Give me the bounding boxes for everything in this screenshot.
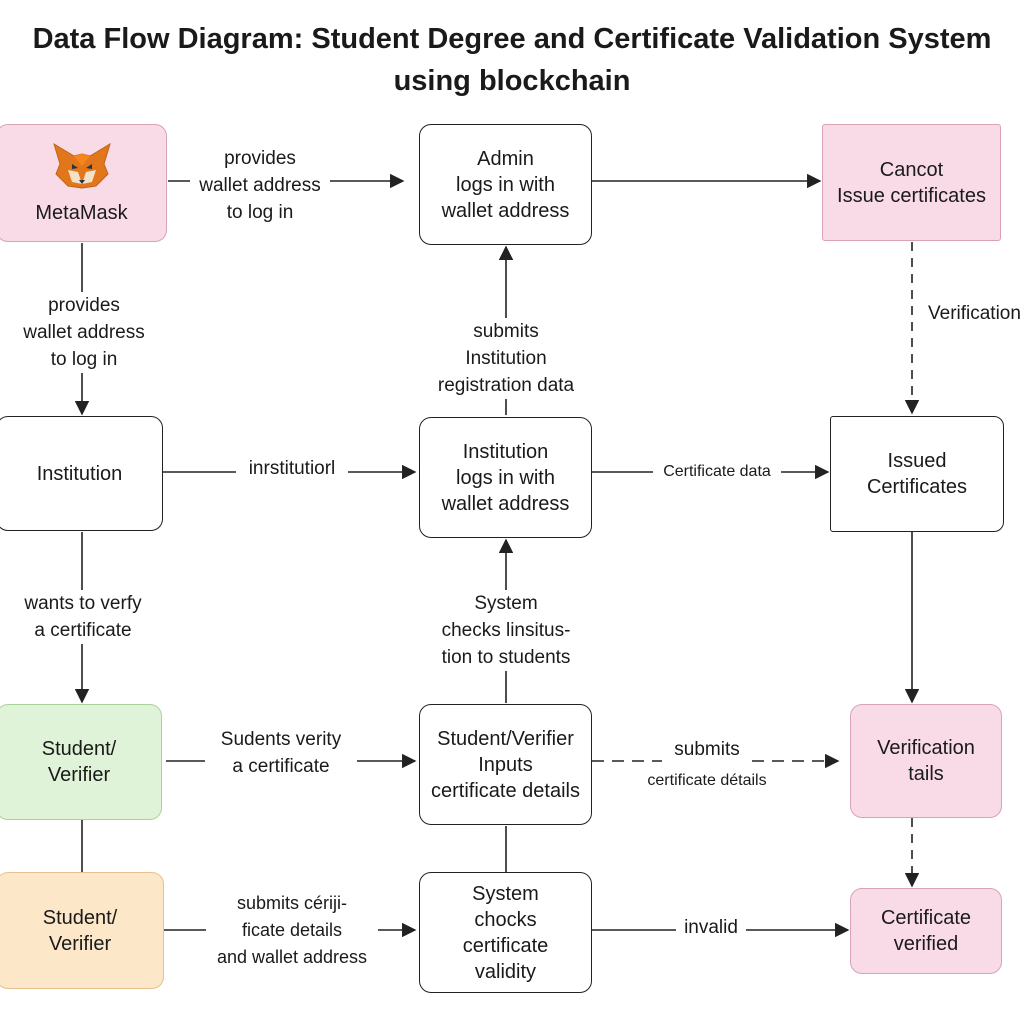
edge-label-invalid: invalid (676, 914, 746, 941)
node-admin-login-label: Admin logs in with wallet address (441, 147, 570, 222)
node-issued-certificates-label: Issued Certificates (866, 450, 968, 498)
node-student-inputs-label: Student/Verifier Inputs certificate deta… (431, 727, 580, 802)
node-cancot-issue-label: Cancot Issue certificates (837, 158, 986, 207)
edge-label-certificate-data: Certificate data (653, 460, 781, 483)
metamask-fox-icon (52, 142, 111, 189)
node-certificate-verified: Certificate verified (850, 888, 1002, 974)
node-institution: Institution (0, 416, 163, 531)
edge-label-institution-data: inrstitutiorl (236, 455, 348, 482)
node-system-checks-validity: System chocks certificate validity (419, 872, 592, 993)
edge-label-submits-certificate-wallet: submits cériji- ficate details and walle… (206, 890, 378, 971)
node-admin-login: Admin logs in with wallet address (419, 124, 592, 245)
node-institution-label: Institution (36, 462, 123, 485)
title-line-2: using blockchain (393, 65, 631, 97)
edge-label-certificate-details: certificate détails (630, 769, 784, 792)
node-certificate-verified-label: Certificate verified (880, 907, 972, 955)
edge-label-wants-verify: wants to verfy a certificate (16, 590, 150, 644)
node-metamask: MetaMask (0, 124, 167, 242)
node-system-checks-validity-label: System chocks certificate validity (462, 882, 549, 983)
node-cancot-issue: Cancot Issue certificates (822, 124, 1001, 241)
edge-label-submits: submits (662, 736, 752, 763)
node-institution-login-label: Institution logs in with wallet address (441, 440, 570, 515)
node-issued-certificates: Issued Certificates (830, 416, 1004, 532)
edge-label-system-checks-institution: System checks linsitus- tion to students (430, 590, 582, 671)
edge-label-submits-registration: submits Institution registration data (422, 318, 590, 399)
title-line-1: Data Flow Diagram: Student Degree and Ce… (32, 23, 992, 55)
node-student-verifier-2: Student/ Verifier (0, 872, 164, 989)
node-verification-tails: Verification tails (850, 704, 1002, 818)
node-student-verifier-label: Student/ Verifier (41, 738, 117, 786)
node-student-verifier-2-label: Student/ Verifier (42, 906, 118, 955)
node-metamask-label: MetaMask (35, 202, 128, 224)
edge-label-mm-to-institution: provides wallet address to log in (14, 292, 154, 373)
node-student-inputs: Student/Verifier Inputs certificate deta… (419, 704, 592, 825)
edge-label-verification: Verification (928, 300, 1024, 327)
diagram-title: Data Flow Diagram: Student Degree and Ce… (0, 18, 1024, 102)
node-student-verifier: Student/ Verifier (0, 704, 162, 820)
edge-label-students-verity: Sudents verity a certificate (205, 726, 357, 780)
edge-label-mm-to-admin: provides wallet address to log in (190, 145, 330, 226)
node-institution-login: Institution logs in with wallet address (419, 417, 592, 538)
node-verification-tails-label: Verification tails (877, 737, 975, 785)
